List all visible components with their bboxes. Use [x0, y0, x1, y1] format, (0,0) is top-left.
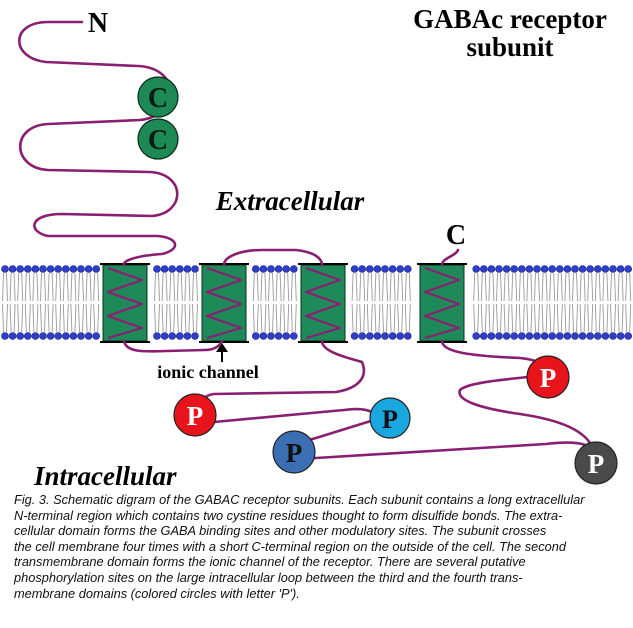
phospho-label-3: P [286, 438, 303, 468]
phospho-circle-5 [574, 441, 618, 485]
caption-line-2: N-terminal region which contains two cys… [14, 507, 563, 523]
phospho-label-1: P [187, 401, 204, 431]
cystine-label-1: C [148, 83, 168, 114]
intracellular-loop-3-4 [199, 339, 598, 462]
phosphorylation-sites: P P P P P [173, 355, 618, 485]
cystine-label-2: C [148, 125, 168, 156]
cytoplasmic-loop-1 [122, 339, 224, 353]
caption-line-7: membrane domains (colored circles with l… [14, 585, 300, 601]
intracellular-label: Intracellular [33, 461, 177, 491]
cystine-residues: C C [137, 76, 179, 160]
c-terminal-chain [440, 248, 460, 267]
tm-helix-chain-3 [304, 266, 342, 340]
phospho-label-4: P [540, 363, 557, 393]
n-terminus-label: N [88, 8, 108, 39]
phospho-circle-1 [173, 393, 217, 437]
phospho-circle-4 [526, 355, 570, 399]
caption-line-5: transmembrane domain forms the ionic cha… [14, 554, 526, 570]
c-terminus-label: C [446, 220, 466, 251]
phospho-circle-3 [272, 430, 316, 474]
transmembrane-domains [100, 263, 467, 343]
ionic-channel-label: ionic channel [157, 362, 259, 382]
caption-line-4: the cell membrane four times with a shor… [14, 538, 566, 554]
caption-line-1: Fig. 3. Schematic digram of the GABAC re… [14, 492, 585, 507]
figure-caption: Fig. 3. Schematic digram of the GABAC re… [14, 492, 626, 601]
caption-line-6: phosphorylation sites on the large intra… [14, 569, 523, 585]
ionic-channel-arrow [216, 343, 228, 362]
phospho-label-5: P [588, 449, 605, 479]
tm-helix-chain-2 [205, 266, 243, 340]
title-line-1: GABAc receptor [413, 4, 607, 34]
cystine-circle-2 [137, 118, 179, 160]
tm-helix-chain-1 [106, 266, 144, 340]
cell-membrane [1, 265, 633, 340]
phospho-label-2: P [382, 405, 398, 434]
n-terminal-chain [18, 20, 179, 267]
extracellular-label: Extracellular [215, 186, 365, 216]
tm-helix-chain-4 [423, 266, 461, 340]
caption-line-3: cellular domain forms the GABA binding s… [14, 523, 547, 539]
phospho-circle-2 [369, 397, 411, 439]
extracellular-loop-1 [222, 248, 324, 267]
cystine-circle-1 [137, 76, 179, 118]
title-line-2: subunit [466, 32, 553, 62]
intracellular-loop-branch [440, 339, 596, 452]
